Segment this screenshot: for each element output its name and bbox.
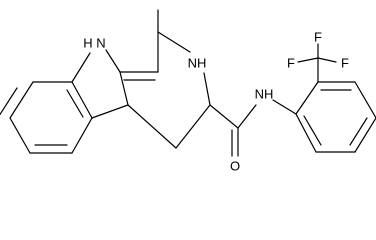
bond	[295, 113, 317, 153]
bond	[354, 117, 376, 153]
bond	[71, 52, 91, 83]
atom-label-ring-nh: NH	[188, 56, 207, 71]
bond	[127, 104, 177, 149]
bond	[237, 104, 257, 129]
bond	[119, 71, 129, 106]
atom-label-amide-nh: NH	[255, 87, 274, 102]
atom-label-amide-o: O	[230, 159, 240, 174]
atom-label-indole-h: H	[83, 36, 92, 51]
atom-label-f3: F	[341, 56, 349, 71]
bond	[91, 104, 129, 119]
bond	[71, 117, 93, 154]
bond	[9, 81, 34, 119]
bonds	[0, 9, 376, 157]
bond	[157, 31, 191, 53]
bond	[209, 104, 239, 129]
bond	[349, 117, 368, 146]
bond	[303, 115, 322, 146]
bond	[175, 104, 211, 149]
atom-label-indole-n: N	[96, 36, 105, 51]
atom-label-f1: F	[287, 56, 295, 71]
bond	[297, 57, 319, 63]
structure-diagram: H N NH O NH F F F	[0, 9, 376, 174]
bond	[272, 99, 297, 115]
atom-labels: H N NH O NH F F F	[83, 30, 349, 174]
bond	[71, 81, 93, 119]
atom-label-f2: F	[314, 30, 322, 45]
bond	[354, 81, 376, 119]
bond	[295, 81, 319, 115]
bond	[9, 117, 31, 154]
bond	[0, 87, 18, 116]
bond	[66, 89, 84, 118]
bond	[203, 72, 211, 106]
bond	[317, 57, 337, 63]
bond	[105, 49, 121, 73]
